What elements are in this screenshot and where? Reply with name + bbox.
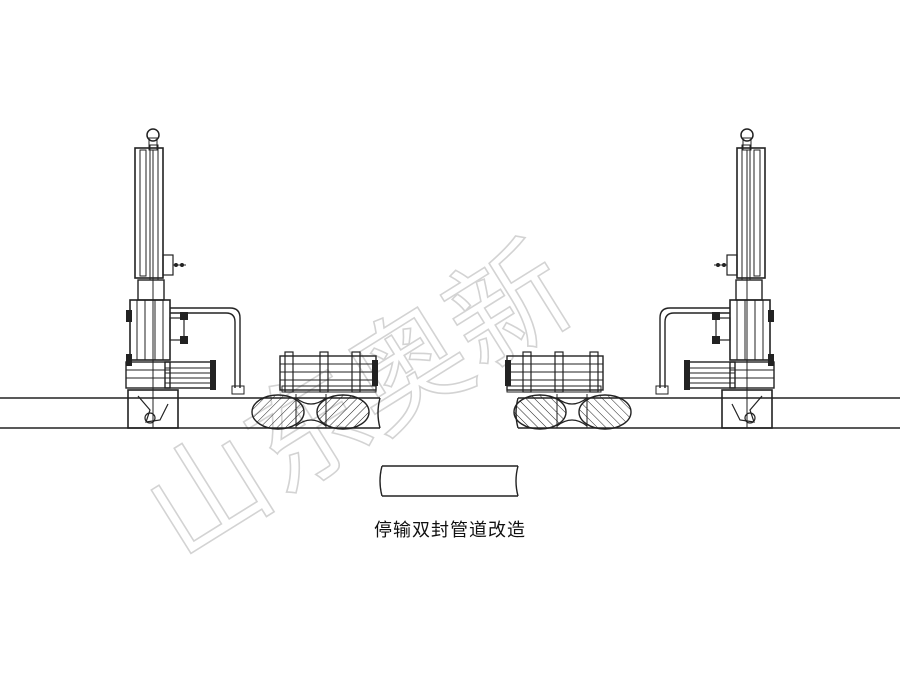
replacement-pipe-section: [379, 465, 519, 497]
left-stopple-machine: [125, 128, 245, 429]
right-stopple-machine: [655, 128, 775, 429]
right-pipe: [515, 397, 900, 429]
right-fitting: [504, 351, 632, 430]
left-pipe: [0, 397, 381, 429]
diagram-caption: 停输双封管道改造: [374, 520, 526, 541]
